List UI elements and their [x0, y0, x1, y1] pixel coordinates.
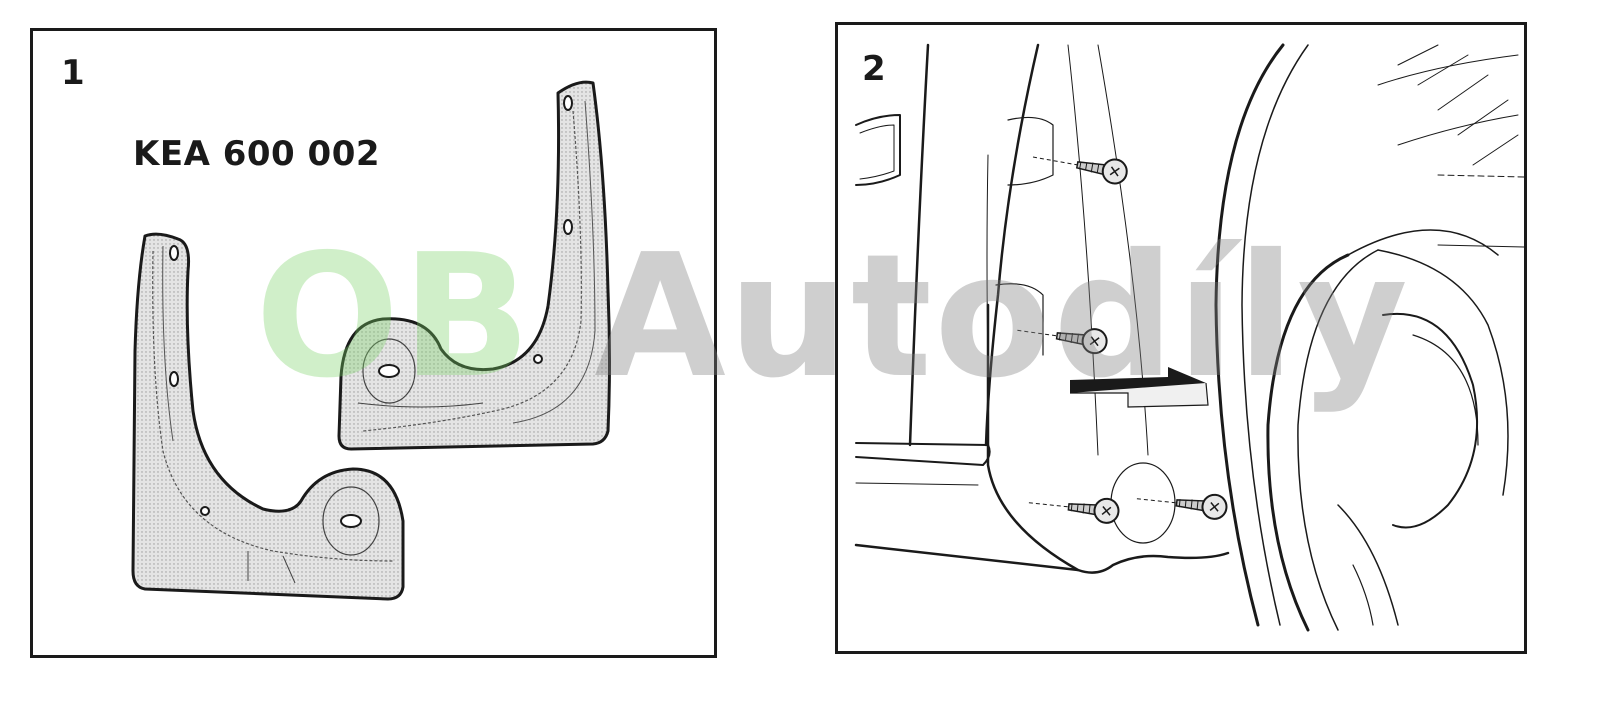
screw-top: [1032, 156, 1128, 185]
step-2-panel: 2: [835, 22, 1527, 654]
step-number: 1: [61, 53, 85, 93]
screw-bottom-left: [1028, 497, 1120, 524]
screw-group: [1017, 156, 1228, 524]
installation-illustration: [854, 43, 1524, 632]
step-1-panel: 1 KEA 600 002: [30, 28, 717, 658]
mudflap-left: [131, 232, 405, 601]
mudflap-pair-illustration: [131, 80, 611, 601]
step-number: 2: [862, 49, 886, 89]
screw-middle: [1017, 328, 1108, 355]
direction-arrow: [1070, 367, 1209, 408]
mudflap-right: [337, 80, 611, 451]
part-code-label: KEA 600 002: [133, 134, 381, 174]
screw-bottom-right: [1136, 493, 1228, 520]
